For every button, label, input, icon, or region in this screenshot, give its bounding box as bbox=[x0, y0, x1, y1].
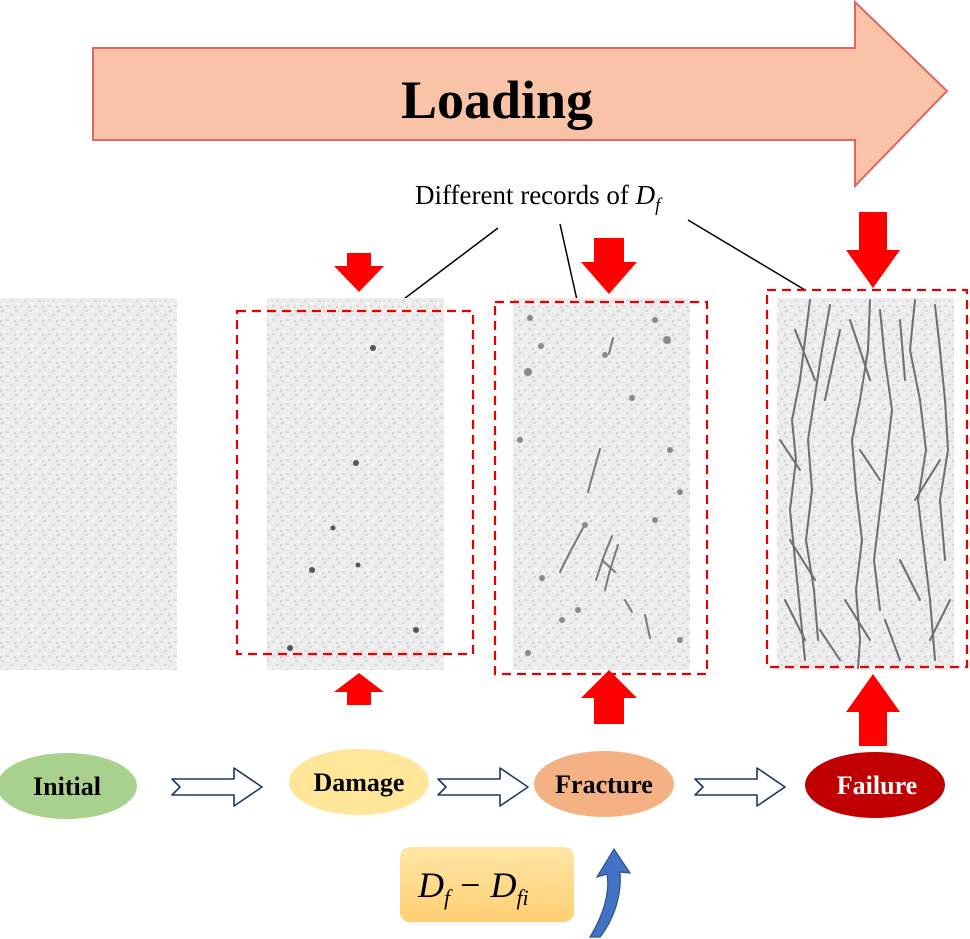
annotation-label: Different records of Df bbox=[415, 180, 663, 216]
fracture-pores bbox=[517, 315, 683, 656]
force-arrow-bottom-fracture bbox=[581, 670, 637, 724]
failure-cracks bbox=[779, 299, 951, 669]
formula-d2: D bbox=[489, 865, 516, 905]
stage-damage-label: Damage bbox=[314, 768, 405, 797]
specimen-damage bbox=[267, 298, 444, 670]
annotation-subscript: f bbox=[655, 195, 663, 216]
dashed-box-failure bbox=[765, 288, 969, 669]
fracture-cracks bbox=[559, 337, 651, 639]
leader-line-fracture bbox=[559, 223, 578, 301]
damage-pores bbox=[287, 345, 419, 651]
stage-failure-label: Failure bbox=[837, 771, 917, 800]
leader-line-damage bbox=[387, 227, 499, 312]
force-arrow-bottom-damage bbox=[334, 673, 384, 705]
flow-arrow-3 bbox=[694, 767, 786, 807]
flow-arrow-1 bbox=[171, 767, 263, 807]
flow-arrow-2 bbox=[437, 767, 529, 807]
force-arrow-bottom-failure bbox=[846, 674, 900, 746]
formula-d1: D bbox=[417, 865, 444, 905]
stage-fracture-label: Fracture bbox=[555, 770, 653, 799]
specimen-fracture bbox=[513, 298, 690, 670]
annotation-symbol: D bbox=[635, 180, 656, 210]
force-arrow-top-failure bbox=[846, 212, 900, 288]
stage-fracture bbox=[534, 751, 674, 817]
force-arrow-top-fracture bbox=[581, 238, 637, 294]
formula-sub1: f bbox=[444, 885, 453, 910]
loading-label: Loading bbox=[401, 70, 593, 130]
curved-up-arrow bbox=[588, 847, 632, 938]
force-arrow-top-damage bbox=[334, 253, 384, 292]
formula-minus: − bbox=[460, 865, 480, 905]
stage-initial bbox=[0, 753, 137, 819]
dashed-box-damage bbox=[235, 309, 475, 656]
stage-failure bbox=[805, 752, 945, 818]
loading-arrow bbox=[92, 0, 949, 189]
stage-damage bbox=[289, 749, 429, 815]
formula-text: Df−Dfi bbox=[417, 865, 529, 910]
leader-line-failure bbox=[687, 219, 806, 291]
formula-box bbox=[400, 847, 574, 922]
formula-sub2: fi bbox=[516, 885, 528, 910]
dashed-box-fracture bbox=[493, 300, 709, 676]
annotation-prefix: Different records of bbox=[415, 180, 636, 210]
specimen-initial bbox=[0, 298, 177, 670]
stage-initial-label: Initial bbox=[33, 772, 101, 801]
